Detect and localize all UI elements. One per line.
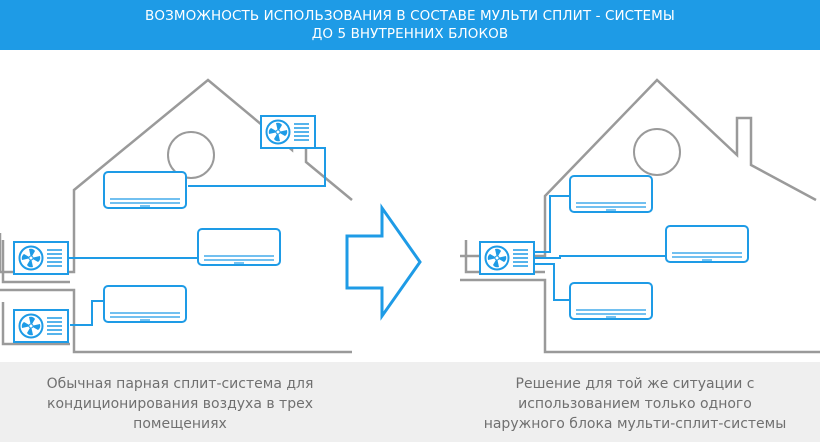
banner-title-line-1: ВОЗМОЖНОСТЬ ИСПОЛЬЗОВАНИЯ В СОСТАВЕ МУЛЬ… — [145, 8, 675, 24]
right-caption-line: Решение для той же ситуации с — [515, 376, 755, 392]
indoor-unit-icon — [103, 285, 187, 323]
right-caption-line: наружного блока мульти-сплит-системы — [483, 416, 787, 432]
outdoor-unit-icon — [13, 241, 69, 275]
outdoor-unit-icon — [260, 115, 316, 149]
indoor-unit-icon — [665, 225, 749, 263]
right-caption: Решение для той же ситуации с использова… — [435, 374, 820, 434]
left-caption-line: кондиционирования воздуха в трех — [47, 396, 313, 412]
left-caption: Обычная парная сплит-система для кондици… — [0, 374, 380, 434]
left-caption-line: Обычная парная сплит-система для — [46, 376, 314, 392]
left-scenario — [0, 78, 353, 354]
comparison-diagram — [0, 78, 820, 354]
right-scenario — [460, 78, 820, 354]
title-banner: ВОЗМОЖНОСТЬ ИСПОЛЬЗОВАНИЯ В СОСТАВЕ МУЛЬ… — [0, 0, 820, 50]
indoor-unit-icon — [103, 171, 187, 209]
indoor-unit-icon — [197, 228, 281, 266]
indoor-unit-icon — [569, 175, 653, 213]
outdoor-unit-icon — [479, 241, 535, 275]
arrow-right-icon — [345, 203, 422, 321]
left-caption-line: помещениях — [133, 416, 227, 432]
piping-right — [533, 195, 666, 301]
outdoor-unit-icon — [13, 309, 69, 343]
piping-left — [68, 147, 326, 326]
caption-footer: Обычная парная сплит-система для кондици… — [0, 362, 820, 442]
right-caption-line: использованием только одного — [518, 396, 752, 412]
banner-title-line-2: ДО 5 ВНУТРЕННИХ БЛОКОВ — [311, 26, 509, 42]
indoor-unit-icon — [569, 282, 653, 320]
